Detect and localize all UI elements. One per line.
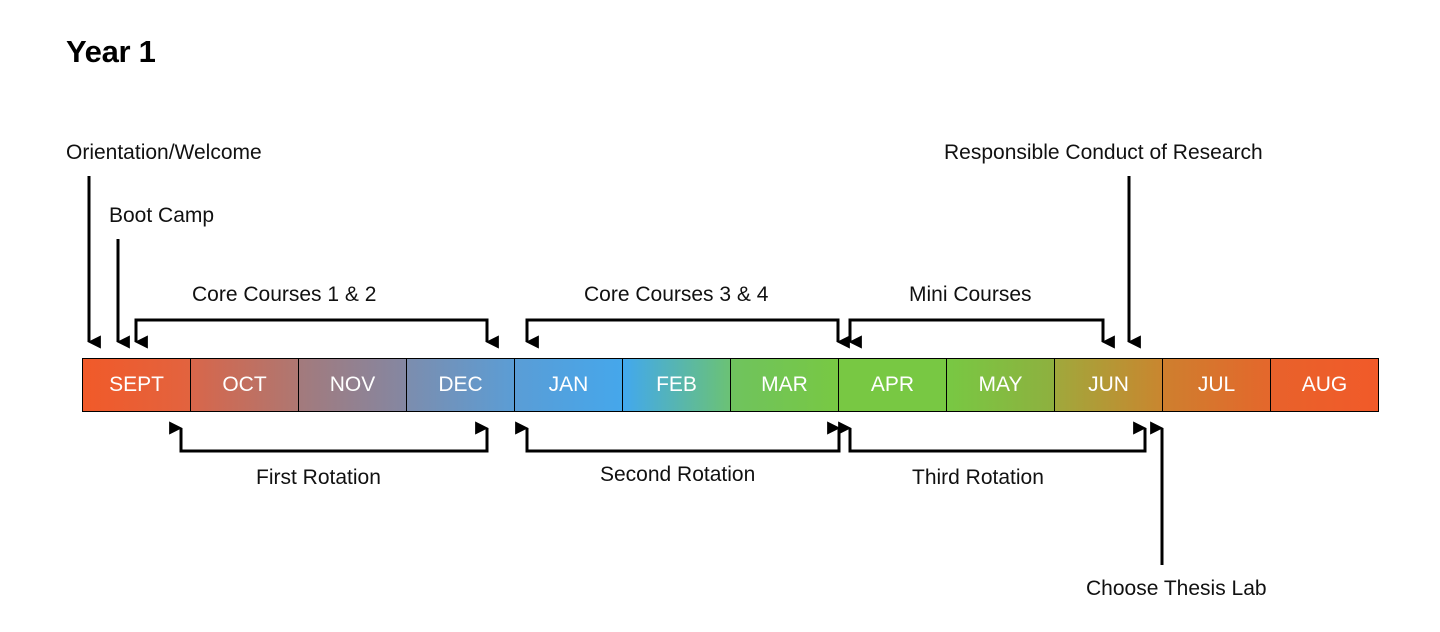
month-label: MAR xyxy=(761,373,808,396)
month-label: APR xyxy=(870,373,915,396)
page-title: Year 1 xyxy=(66,34,156,69)
month-apr: APR xyxy=(839,359,947,411)
month-nov: NOV xyxy=(299,359,407,411)
month-label: JUL xyxy=(1197,373,1236,396)
month-label: AUG xyxy=(1301,373,1348,396)
month-label: MAY xyxy=(978,373,1023,396)
month-dec: DEC xyxy=(407,359,515,411)
core-courses-3-4-label: Core Courses 3 & 4 xyxy=(584,283,769,306)
month-label: DEC xyxy=(438,373,483,396)
second-rotation-label: Second Rotation xyxy=(600,463,756,486)
third-rotation-bracket-icon xyxy=(838,421,1147,453)
first-rotation-bracket-icon xyxy=(169,421,489,453)
month-sept: SEPT xyxy=(83,359,191,411)
month-jul: JUL xyxy=(1163,359,1271,411)
month-aug: AUG xyxy=(1271,359,1378,411)
month-may: MAY xyxy=(947,359,1055,411)
core-courses-1-2-label: Core Courses 1 & 2 xyxy=(192,283,377,306)
month-label: OCT xyxy=(222,373,267,396)
first-rotation-label: First Rotation xyxy=(256,466,381,489)
month-label: FEB xyxy=(656,373,697,396)
core-courses-1-2-bracket-icon xyxy=(134,318,499,349)
month-jan: JAN xyxy=(515,359,623,411)
core-courses-3-4-bracket-icon xyxy=(525,318,850,349)
month-label: JAN xyxy=(548,373,589,396)
boot-camp-label: Boot Camp xyxy=(109,204,215,227)
month-label: NOV xyxy=(329,373,376,396)
choose-thesis-lab-label: Choose Thesis Lab xyxy=(1086,577,1267,600)
month-timeline: SEPT OCT NOV DEC JAN FEB MAR APR MAY JUN… xyxy=(82,358,1379,412)
month-jun: JUN xyxy=(1055,359,1163,411)
mini-courses-bracket-icon xyxy=(848,318,1115,349)
mini-courses-label: Mini Courses xyxy=(909,283,1032,306)
month-label: JUN xyxy=(1088,373,1129,396)
month-mar: MAR xyxy=(731,359,839,411)
month-label: SEPT xyxy=(109,373,164,396)
month-feb: FEB xyxy=(623,359,731,411)
second-rotation-bracket-icon xyxy=(515,421,841,453)
responsible-conduct-label: Responsible Conduct of Research xyxy=(944,141,1263,164)
third-rotation-label: Third Rotation xyxy=(912,466,1044,489)
month-oct: OCT xyxy=(191,359,299,411)
orientation-label: Orientation/Welcome xyxy=(66,141,262,164)
